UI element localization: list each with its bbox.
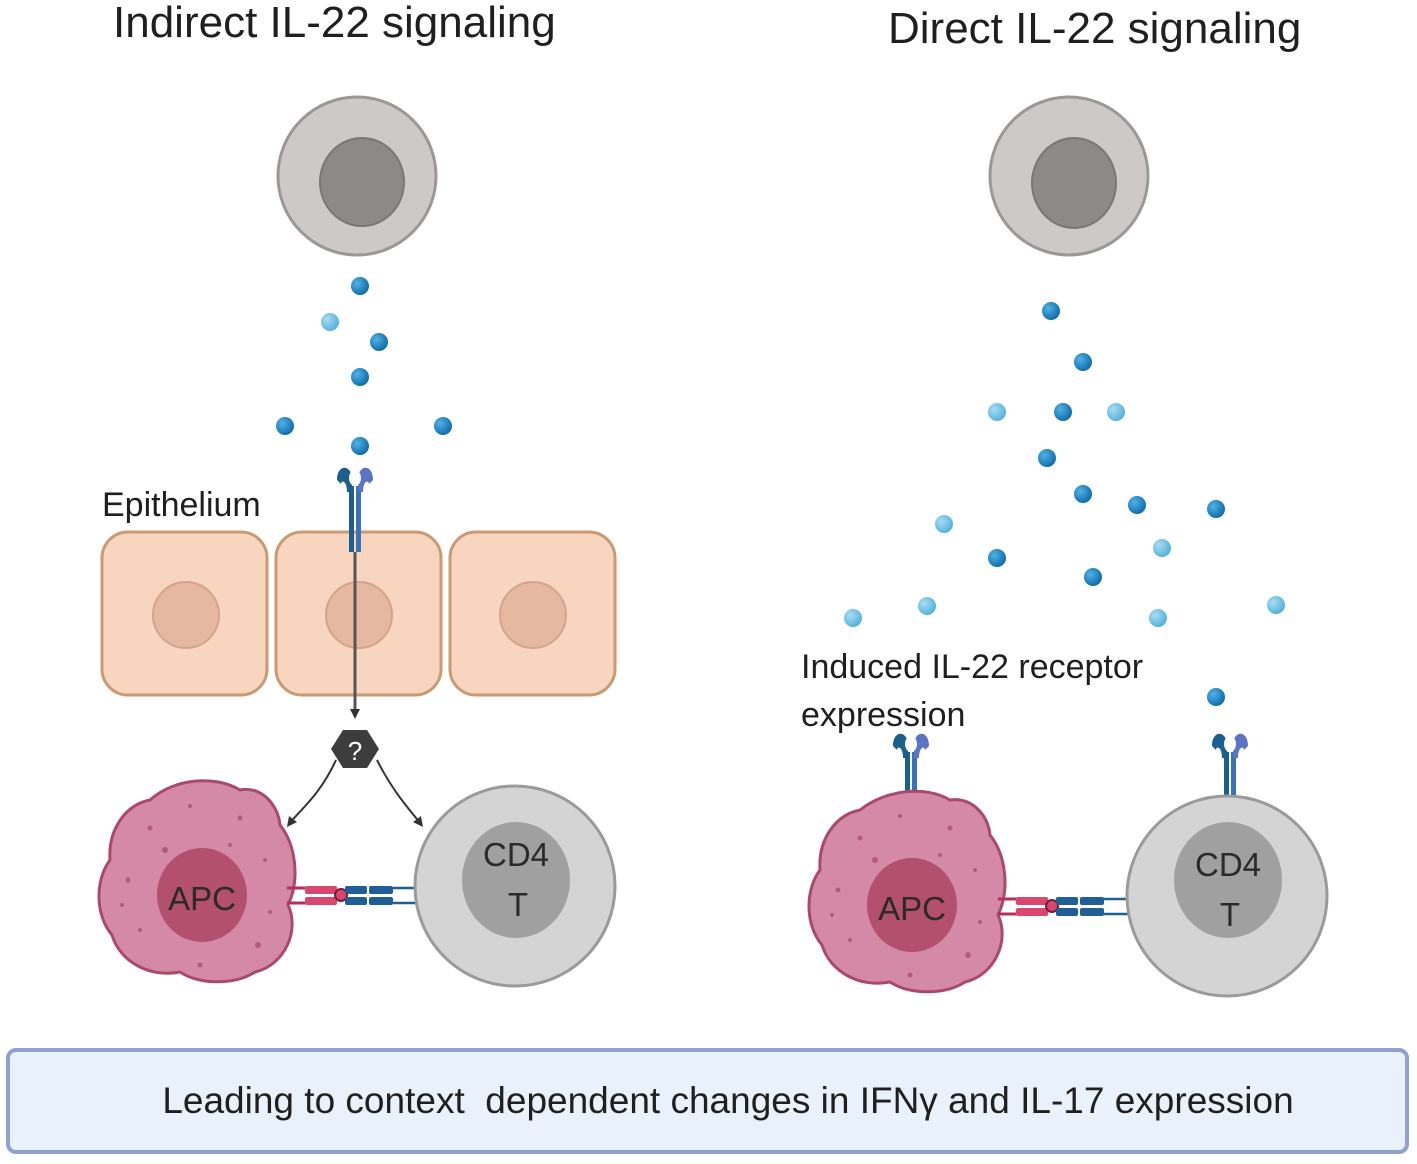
right-panel-title: Direct IL-22 signaling — [888, 4, 1302, 53]
right-immune-synapse — [996, 895, 1142, 918]
receptor-label-line1: Induced IL-22 receptor — [801, 648, 1144, 686]
left-t-cell-label-line1: CD4 — [483, 836, 549, 873]
left-cd4-t-cell: CD4 T — [413, 784, 617, 988]
right-t-cell-label-line1: CD4 — [1195, 846, 1261, 883]
left-t-cell-label-line2: T — [508, 886, 528, 923]
left-il22-dots — [276, 277, 452, 455]
il22-diagram: ? APC CD4 T — [97, 95, 1329, 998]
arrow-to-t-cell — [376, 759, 424, 827]
epithelium-cells — [100, 530, 617, 697]
left-producer-cell — [276, 95, 438, 257]
summary-box — [6, 1048, 1409, 1154]
left-apc-cell: APC — [97, 779, 297, 984]
left-immune-synapse — [285, 884, 431, 907]
summary-text: Leading to context dependent changes in … — [162, 1080, 1294, 1121]
left-panel-title: Indirect IL-22 signaling — [113, 0, 556, 47]
epithelium-label: Epithelium — [102, 486, 261, 524]
right-apc-cell: APC — [807, 789, 1007, 994]
unknown-mediator-hexagon: ? — [331, 730, 379, 768]
left-apc-label: APC — [168, 880, 236, 917]
right-producer-cell — [988, 95, 1150, 257]
question-mark: ? — [348, 736, 362, 766]
arrow-to-apc — [286, 759, 337, 827]
right-cd4-t-cell: CD4 T — [1125, 794, 1329, 998]
receptor-label-line2: expression — [801, 696, 966, 734]
right-t-cell-label-line2: T — [1220, 896, 1240, 933]
right-il22-dots — [844, 302, 1285, 706]
right-apc-label: APC — [878, 890, 946, 927]
